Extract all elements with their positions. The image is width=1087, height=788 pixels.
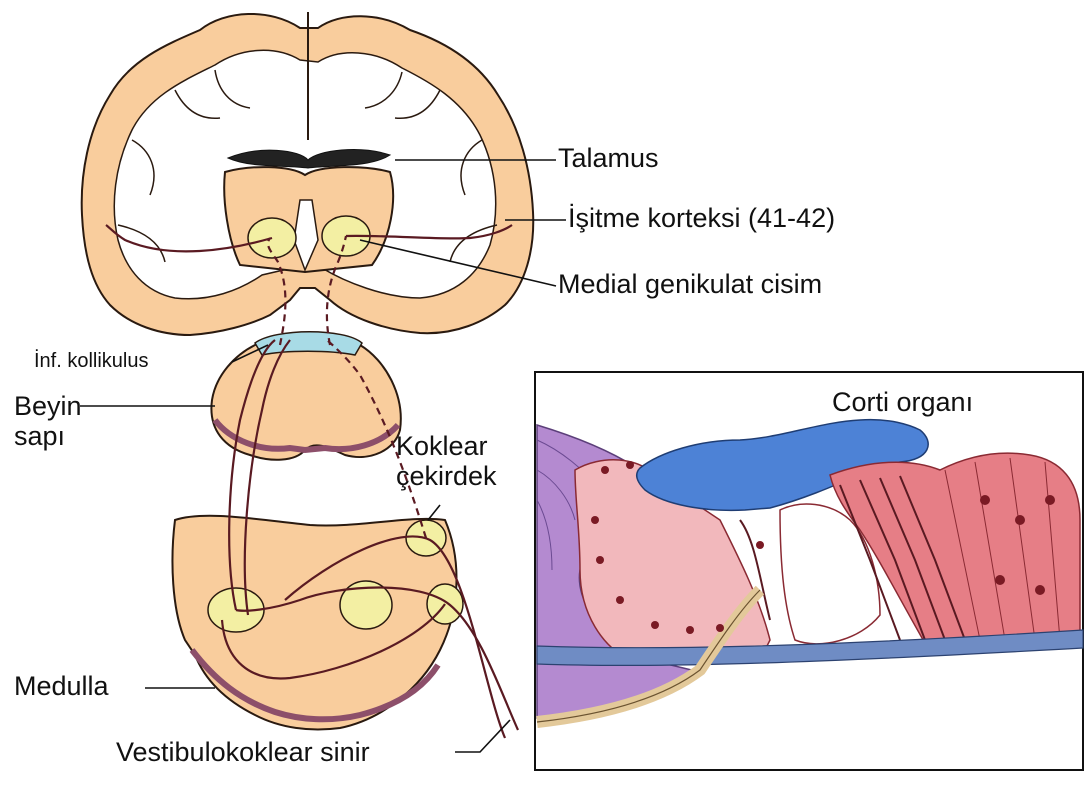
- corti-inset: [535, 372, 1083, 770]
- label-inf-kollikulus: İnf. kollikulus: [34, 350, 149, 372]
- label-beyin-sapi: Beyin sapı: [14, 392, 82, 451]
- label-koklear-cekirdek: Koklear çekirdek: [396, 432, 497, 491]
- medulla-section: [172, 516, 463, 730]
- leader-vestibulo: [455, 720, 510, 752]
- label-koklear-line2: çekirdek: [396, 462, 497, 492]
- label-talamus: Talamus: [558, 144, 659, 174]
- label-corti-organi: Corti organı: [832, 388, 973, 418]
- label-beyin-line1: Beyin: [14, 392, 82, 422]
- label-beyin-line2: sapı: [14, 422, 82, 452]
- label-koklear-line1: Koklear: [396, 432, 497, 462]
- label-isitme-korteksi: İşitme korteksi (41-42): [568, 204, 835, 234]
- brainstem: [211, 332, 400, 460]
- label-medial-genikulat: Medial genikulat cisim: [558, 270, 822, 300]
- brain-section: [82, 12, 534, 335]
- label-vestibulokoklear: Vestibulokoklear sinir: [116, 738, 370, 768]
- label-medulla: Medulla: [14, 672, 109, 702]
- leader-koklear: [428, 505, 440, 520]
